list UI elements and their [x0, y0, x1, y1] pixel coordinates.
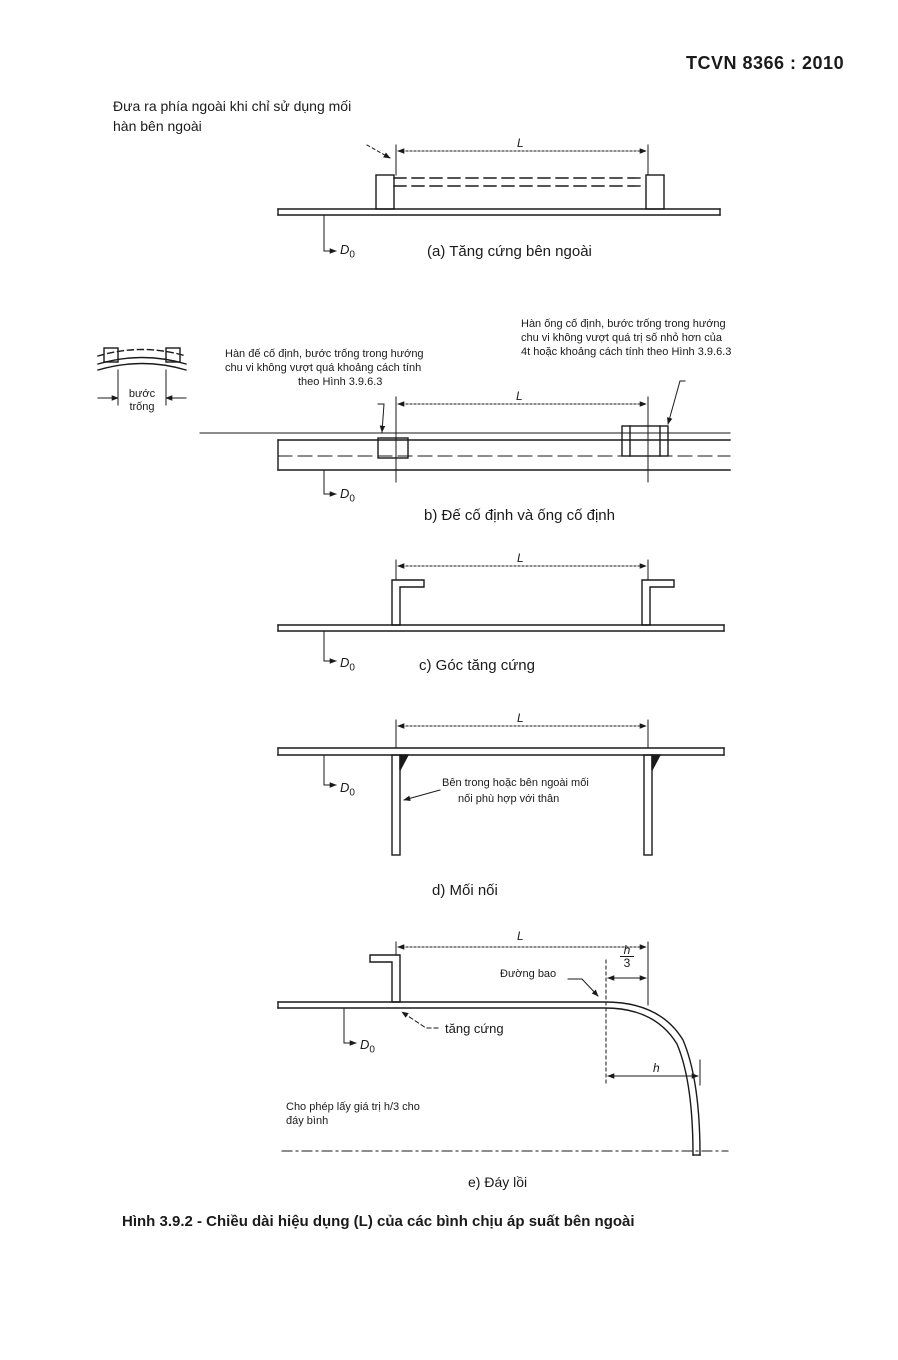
diagram-e-h3-label: h 3	[620, 944, 634, 969]
diagram-b-dim-label: L	[516, 389, 523, 403]
diagram-b-left-note-line3: theo Hình 3.9.6.3	[298, 376, 383, 388]
diagram-b-left-note-line2: chu vi không vượt quá khoảng cách tính	[225, 362, 422, 374]
diagram-e-stiffener-leader	[401, 1011, 439, 1029]
figure-caption: Hình 3.9.2 - Chiều dài hiệu dụng (L) của…	[122, 1213, 635, 1230]
diagram-e-caption: e) Đáy lồi	[468, 1174, 528, 1190]
diagram-d-d0-label: D0	[340, 780, 355, 799]
diagram-e-stiffener-label: tăng cứng	[445, 1021, 504, 1036]
diagram-d-shell	[277, 747, 725, 756]
diagram-a-d0-label: D0	[340, 242, 355, 261]
diagram-a-dim-label: L	[517, 136, 524, 150]
diagram-b-drawing	[97, 347, 731, 497]
diagram-b-fixed-pad	[377, 437, 409, 459]
diagram-e-note-line1: Cho phép lấy giá trị h/3 cho	[286, 1101, 420, 1113]
diagram-b-right-note-line3: 4t hoặc khoảng cách tính theo Hình 3.9.6…	[521, 346, 732, 358]
diagram-e-note-line2: đáy bình	[286, 1115, 329, 1127]
diagram-b-d0-label: D0	[340, 486, 355, 505]
diagram-b-right-leader	[666, 380, 686, 425]
diagram-e-contour-leader	[567, 978, 599, 997]
diagram-e-drawing	[277, 941, 729, 1156]
diagram-d-note-line2: nối phù hợp với thân	[458, 793, 560, 805]
diagram-a-hidden-lines	[393, 177, 647, 187]
diagram-d-left-flange	[391, 754, 401, 856]
diagram-e-d0-leader	[343, 1007, 357, 1046]
diagram-c-d0-leader	[323, 630, 337, 664]
diagram-e-h-label: h	[653, 1061, 660, 1075]
diagram-b-caption: b) Đế cố định và ống cố định	[424, 507, 615, 524]
diagram-d-leader	[403, 789, 441, 802]
diagram-c-shell	[277, 624, 725, 632]
diagram-c-left-angle	[391, 579, 425, 626]
diagram-a-note-line1: Đưa ra phía ngoài khi chỉ sử dụng mối	[113, 98, 352, 114]
diagram-e-d0-label: D0	[360, 1037, 375, 1056]
diagram-e-head	[277, 1001, 701, 1156]
diagram-b-left-note-line1: Hàn đế cố định, bước trống trong hướng	[225, 348, 424, 360]
diagram-a-note-line2: hàn bên ngoài	[113, 118, 202, 134]
diagram-a-caption: (a) Tăng cứng bên ngoài	[427, 243, 592, 260]
diagram-c-d0-label: D0	[340, 655, 355, 674]
diagram-b-inset	[97, 347, 187, 406]
diagram-d-note-line1: Bên trong hoặc bên ngoài mối	[442, 777, 589, 789]
diagram-e-contour-label: Đường bao	[500, 968, 557, 980]
diagram-c-drawing	[277, 559, 725, 664]
diagram-d-right-flange	[643, 754, 653, 856]
diagram-c-caption: c) Góc tăng cứng	[419, 657, 535, 674]
diagram-c-dim-label: L	[517, 551, 524, 565]
diagram-a-d0-leader	[323, 214, 337, 254]
diagram-b-left-leader	[377, 403, 386, 433]
diagram-a-left-stiffener	[375, 174, 395, 210]
diagram-b-inset-label: bước trống	[128, 388, 156, 413]
diagram-b-right-note-line2: chu vi không vượt quá trị số nhỏ hơn của	[521, 332, 722, 344]
diagram-b-right-note-line1: Hàn ống cố định, bước trống trong hướng	[521, 318, 726, 330]
standard-number: TCVN 8366 : 2010	[686, 53, 845, 73]
diagram-a-drawing	[277, 144, 721, 254]
diagram-a-right-stiffener	[645, 174, 665, 210]
diagram-c-right-angle	[641, 579, 675, 626]
diagram-a-shell-plate	[277, 208, 721, 216]
diagram-e-dim-label: L	[517, 929, 524, 943]
diagram-d-drawing	[277, 719, 725, 856]
diagram-e-stiffener	[369, 954, 401, 1003]
diagram-a-leader	[366, 144, 391, 159]
diagram-b-d0-leader	[323, 469, 337, 497]
diagram-d-d0-leader	[323, 754, 337, 788]
diagram-d-dim-label: L	[517, 711, 524, 725]
diagram-b-shell	[277, 439, 731, 471]
diagram-b-fixed-pipe	[621, 425, 669, 457]
diagram-d-caption: d) Mối nối	[432, 882, 498, 899]
